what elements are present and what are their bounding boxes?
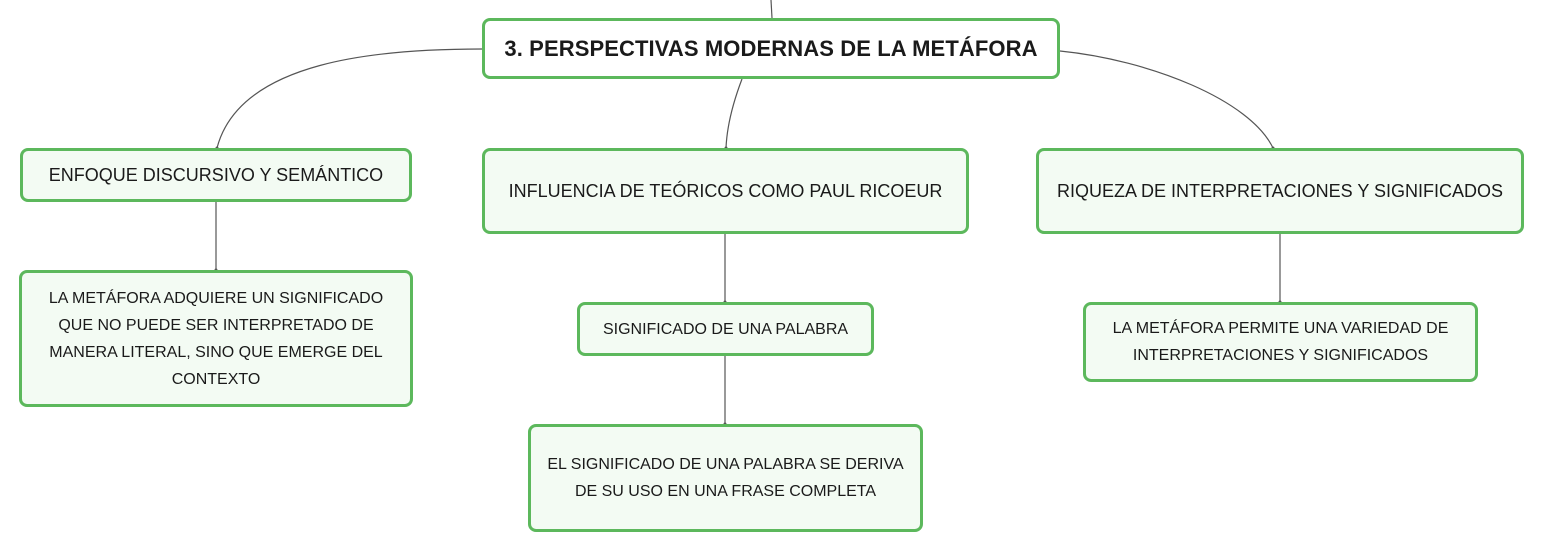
topic-label: ENFOQUE DISCURSIVO Y SEMÁNTICO <box>48 164 384 185</box>
connector-root-to-riqueza <box>1059 50 1274 149</box>
topic-node-riqueza-interpretaciones[interactable]: RIQUEZA DE INTERPRETACIONES Y SIGNIFICAD… <box>1036 148 1524 234</box>
subtopic-node-significado-palabra[interactable]: SIGNIFICADO DE UNA PALABRA <box>577 302 874 356</box>
detail-node-enfoque-discursivo[interactable]: LA METÁFORA ADQUIERE UN SIGNIFICADO QUE … <box>19 270 413 407</box>
detail-node-riqueza-interpretaciones[interactable]: LA METÁFORA PERMITE UNA VARIEDAD DE INTE… <box>1083 302 1478 382</box>
detail-label: LA METÁFORA PERMITE UNA VARIEDAD DE INTE… <box>1112 320 1449 364</box>
subtopic-label: SIGNIFICADO DE UNA PALABRA <box>602 320 849 338</box>
connector-root-to-discursivo <box>216 48 483 149</box>
detail-label: LA METÁFORA ADQUIERE UN SIGNIFICADO QUE … <box>48 289 384 388</box>
topic-label: INFLUENCIA DE TEÓRICOS COMO PAUL RICOEUR <box>508 180 943 201</box>
connector-parent-to-root <box>770 0 773 19</box>
root-topic-label: 3. PERSPECTIVAS MODERNAS DE LA METÁFORA <box>504 35 1038 61</box>
detail-node-significado-palabra[interactable]: EL SIGNIFICADO DE UNA PALABRA SE DERIVA … <box>528 424 923 532</box>
connector-root-to-ricoeur <box>725 78 743 149</box>
topic-node-enfoque-discursivo[interactable]: ENFOQUE DISCURSIVO Y SEMÁNTICO <box>20 148 412 202</box>
detail-label: EL SIGNIFICADO DE UNA PALABRA SE DERIVA … <box>547 456 904 500</box>
root-topic-node[interactable]: 3. PERSPECTIVAS MODERNAS DE LA METÁFORA <box>482 18 1060 79</box>
topic-node-influencia-ricoeur[interactable]: INFLUENCIA DE TEÓRICOS COMO PAUL RICOEUR <box>482 148 969 234</box>
topic-label: RIQUEZA DE INTERPRETACIONES Y SIGNIFICAD… <box>1056 180 1504 201</box>
